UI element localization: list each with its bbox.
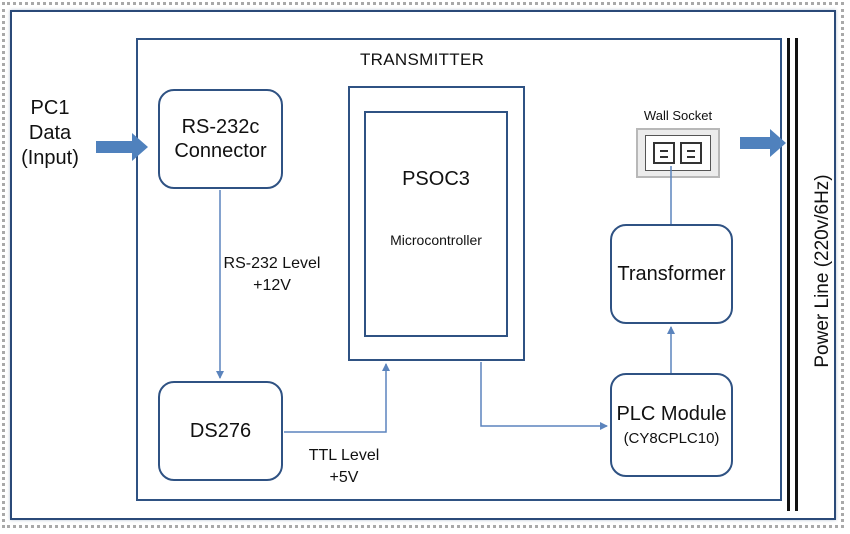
wall-socket-plate [645, 135, 711, 171]
ttl-level-line-1: TTL Level [308, 447, 380, 464]
transmitter-title: TRANSMITTER [360, 50, 485, 69]
input-label-line-1: PC1 [30, 97, 70, 119]
power-line-bar-left [787, 38, 790, 511]
ttl-level-line-2: +5V [329, 468, 359, 486]
rs232-connector-block: RS-232c Connector [158, 89, 283, 189]
wire-psoc3-to-plc [480, 362, 608, 430]
microcontroller-label: Microcontroller [390, 232, 482, 248]
rs232-connector-line-1: RS-232c [181, 116, 260, 138]
plc-module-label: PLC Module [616, 403, 727, 425]
diagram-frame [10, 10, 836, 520]
wall-socket [636, 128, 720, 178]
plc-module-part-label: (CY8CPLC10) [623, 430, 720, 447]
rs232-level-line-2: +12V [253, 276, 291, 294]
ds276-block: DS276 [158, 381, 283, 481]
outlet-right-icon [680, 142, 702, 164]
wire-ds276-to-psoc3 [284, 363, 390, 433]
power-line-bar-right [795, 38, 798, 511]
power-line-text: Power Line (220v/6Hz) [812, 174, 833, 368]
ds276-label: DS276 [189, 420, 252, 442]
rs232-level-label: RS-232 Level +12V [212, 253, 332, 296]
transformer-block: Transformer [610, 224, 733, 324]
input-label-line-3: (Input) [21, 147, 79, 169]
ttl-level-label: TTL Level +5V [298, 445, 390, 488]
transformer-label: Transformer [617, 263, 726, 285]
input-label-line-2: Data [28, 122, 72, 144]
input-label: PC1 Data (Input) [14, 96, 86, 171]
power-line-label: Power Line (220v/6Hz) [801, 174, 845, 367]
rs232-level-line-1: RS-232 Level [223, 255, 321, 272]
plc-module-block: PLC Module (CY8CPLC10) [610, 373, 733, 477]
psoc3-label: PSOC3 [402, 168, 470, 190]
psoc3-inner-box [364, 111, 508, 337]
wall-socket-label: Wall Socket [643, 108, 713, 123]
outer-dotted-frame [2, 2, 844, 528]
output-arrow-icon [740, 129, 786, 157]
outlet-left-icon [653, 142, 675, 164]
input-arrow-icon [96, 133, 148, 161]
rs232-connector-line-2: Connector [174, 140, 267, 162]
